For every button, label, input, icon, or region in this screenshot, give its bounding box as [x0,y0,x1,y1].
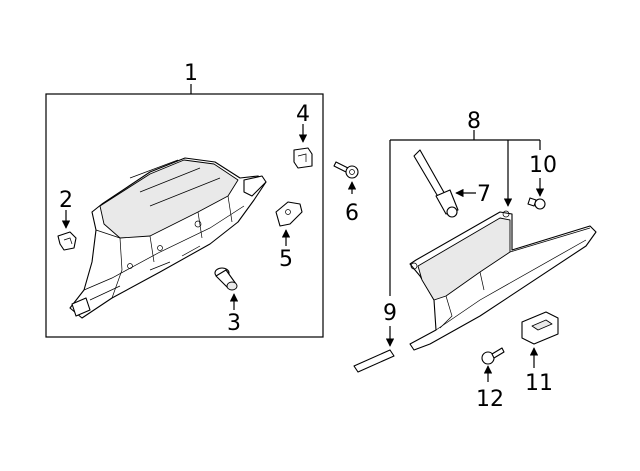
callout-9-label: 9 [383,301,397,326]
part-9-pin [353,349,395,373]
part-11-latch [521,311,559,345]
glove-box-assembly [69,157,267,319]
callout-1-label: 1 [184,61,198,86]
part-5-hinge-plate [275,201,303,227]
callout-2-label: 2 [59,188,73,213]
callout-7-label: 7 [477,182,491,207]
part-3-stopper [214,267,238,291]
part-6-screw [333,161,359,179]
callout-6-label: 6 [345,201,359,226]
callout-12-label: 12 [476,387,504,412]
callout-4-label: 4 [296,102,310,127]
part-7-strut [413,149,459,218]
glove-box-bin [409,210,597,351]
part-2-clip [57,231,77,251]
part-12-screw [481,347,505,365]
assembly-frame [45,93,324,338]
callout-11-label: 11 [525,371,553,396]
part-4-bracket [293,147,313,169]
callout-8-label: 8 [467,109,481,134]
callout-5-label: 5 [279,247,293,272]
callout-3-label: 3 [227,311,241,336]
callout-10-label: 10 [529,153,557,178]
part-10-screw [527,197,546,210]
